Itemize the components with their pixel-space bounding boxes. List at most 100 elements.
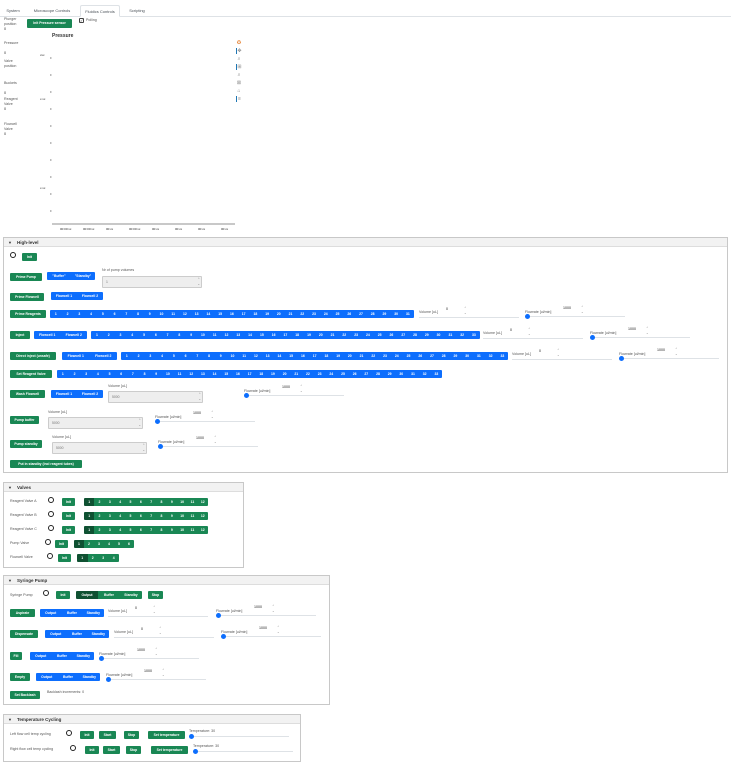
syringe-stop-button[interactable]: Stop xyxy=(148,591,163,599)
valve-position-option[interactable]: 5 xyxy=(125,498,136,506)
valve-init-button[interactable]: Init xyxy=(62,512,75,520)
number-option[interactable]: 6 xyxy=(115,370,128,378)
valve-position-option[interactable]: 1 xyxy=(84,512,95,520)
number-option[interactable]: 3 xyxy=(80,370,93,378)
number-option[interactable]: 4 xyxy=(92,370,104,378)
number-option[interactable]: 24 xyxy=(390,352,403,360)
number-option[interactable]: 17 xyxy=(237,310,250,318)
valve-position-option[interactable]: 7 xyxy=(145,512,157,520)
flowrate-slider[interactable] xyxy=(106,677,206,682)
number-option[interactable]: 29 xyxy=(378,310,391,318)
option-buffer[interactable]: "Buffer" xyxy=(47,272,71,280)
number-option[interactable]: 27 xyxy=(360,370,373,378)
pump-standby-button[interactable]: Pump standby xyxy=(10,440,42,448)
number-option[interactable]: 26 xyxy=(414,352,427,360)
number-option[interactable]: 18 xyxy=(291,331,304,339)
flowcell-2-option[interactable]: Flowcell 2 xyxy=(89,352,117,360)
valve-position-option[interactable]: 9 xyxy=(166,498,177,506)
mode-output[interactable]: Output xyxy=(30,652,52,660)
number-option[interactable]: 9 xyxy=(214,352,227,360)
flowrate-stepper[interactable]: ⌃⌄ xyxy=(272,604,275,613)
slider-handle[interactable] xyxy=(525,314,530,319)
valve-position-option[interactable]: 11 xyxy=(187,526,198,534)
option-standby[interactable]: "Standby" xyxy=(71,272,95,280)
number-option[interactable]: 20 xyxy=(272,310,285,318)
number-option[interactable]: 1 xyxy=(50,310,62,318)
slider-handle[interactable] xyxy=(189,734,194,739)
plotly-logo-icon[interactable]: ✪ xyxy=(236,40,242,46)
number-option[interactable]: 12 xyxy=(179,310,191,318)
number-option[interactable]: 18 xyxy=(249,310,262,318)
flowrate-stepper[interactable]: ⌃⌄ xyxy=(646,326,649,335)
mode-output[interactable]: Output xyxy=(36,673,58,681)
number-option[interactable]: 10 xyxy=(197,331,209,339)
number-option[interactable]: 14 xyxy=(273,352,286,360)
number-option[interactable]: 7 xyxy=(191,352,204,360)
high-level-header[interactable]: ▼ High-level xyxy=(4,238,727,247)
number-option[interactable]: 32 xyxy=(456,331,468,339)
number-option[interactable]: 7 xyxy=(161,331,174,339)
slider-handle[interactable] xyxy=(99,656,104,661)
number-option[interactable]: 31 xyxy=(407,370,419,378)
number-option[interactable]: 7 xyxy=(120,310,133,318)
number-option[interactable]: 22 xyxy=(338,331,351,339)
volume-input[interactable]: 5000⌃⌄ xyxy=(48,417,143,429)
number-option[interactable]: 17 xyxy=(279,331,292,339)
number-option[interactable]: 19 xyxy=(303,331,315,339)
mode-standby[interactable]: Standby xyxy=(120,591,142,599)
prime-pump-button[interactable]: Prime Pump xyxy=(10,273,42,281)
number-option[interactable]: 29 xyxy=(449,352,462,360)
number-option[interactable]: 10 xyxy=(155,310,168,318)
prime-reagents-button[interactable]: Prime Reagents xyxy=(10,310,46,318)
valve-position-option[interactable]: 10 xyxy=(176,498,188,506)
valve-position-option[interactable]: 7 xyxy=(145,526,157,534)
valve-position-option[interactable]: 12 xyxy=(197,526,208,534)
mode-standby[interactable]: Standby xyxy=(82,609,104,617)
volume-stepper[interactable]: ⌃⌄ xyxy=(159,626,162,635)
valve-position-option[interactable]: 1 xyxy=(84,526,95,534)
number-option[interactable]: 33 xyxy=(430,370,442,378)
number-option[interactable]: 16 xyxy=(267,331,280,339)
slider-handle[interactable] xyxy=(158,444,163,449)
direct-inject-button[interactable]: Direct inject (unsafe) xyxy=(10,352,56,360)
number-option[interactable]: 32 xyxy=(418,370,431,378)
flowrate-slider[interactable] xyxy=(216,613,316,618)
pump-buffer-button[interactable]: Pump buffer xyxy=(10,416,39,424)
temp-start-button[interactable]: Start xyxy=(103,746,120,754)
number-option[interactable]: 9 xyxy=(143,310,156,318)
valve-position-option[interactable]: 4 xyxy=(114,526,126,534)
number-option[interactable]: 25 xyxy=(373,331,386,339)
volume-input[interactable]: 5000⌃⌄ xyxy=(52,442,147,454)
valve-position-option[interactable]: 2 xyxy=(94,526,105,534)
number-option[interactable]: 9 xyxy=(150,370,163,378)
valve-position-option[interactable]: 6 xyxy=(135,512,146,520)
valve-init-button[interactable]: Init xyxy=(62,498,75,506)
number-option[interactable]: 26 xyxy=(385,331,398,339)
valve-position-option[interactable]: 1 xyxy=(74,540,84,548)
syringe-pump-header[interactable]: ▼ Syringe Pump xyxy=(4,576,329,585)
number-option[interactable]: 17 xyxy=(308,352,321,360)
mode-output[interactable]: Output xyxy=(45,630,67,638)
set-temperature-button[interactable]: Set temperature xyxy=(151,746,188,754)
reset-axes-icon[interactable]: ⌂ xyxy=(237,88,241,94)
number-option[interactable]: 2 xyxy=(132,352,145,360)
fill-button[interactable]: Fill xyxy=(10,652,22,660)
mode-standby[interactable]: Standby xyxy=(72,652,94,660)
mode-buffer[interactable]: Buffer xyxy=(98,591,120,599)
valve-position-option[interactable]: 8 xyxy=(156,512,167,520)
valve-position-option[interactable]: 9 xyxy=(166,526,177,534)
number-option[interactable]: 5 xyxy=(103,370,116,378)
slider-handle[interactable] xyxy=(244,393,249,398)
flowrate-slider[interactable] xyxy=(525,314,625,319)
valve-position-option[interactable]: 1 xyxy=(77,554,88,562)
flowrate-stepper[interactable]: ⌃⌄ xyxy=(277,625,280,634)
valve-position-option[interactable]: 11 xyxy=(187,512,198,520)
number-option[interactable]: 23 xyxy=(350,331,362,339)
number-option[interactable]: 8 xyxy=(132,310,144,318)
number-option[interactable]: 16 xyxy=(226,310,238,318)
number-option[interactable]: 4 xyxy=(156,352,168,360)
valve-position-option[interactable]: 3 xyxy=(94,540,104,548)
flowrate-stepper[interactable]: ⌃⌄ xyxy=(162,668,165,677)
set-temperature-button[interactable]: Set temperature xyxy=(148,731,185,739)
number-option[interactable]: 1 xyxy=(57,370,69,378)
